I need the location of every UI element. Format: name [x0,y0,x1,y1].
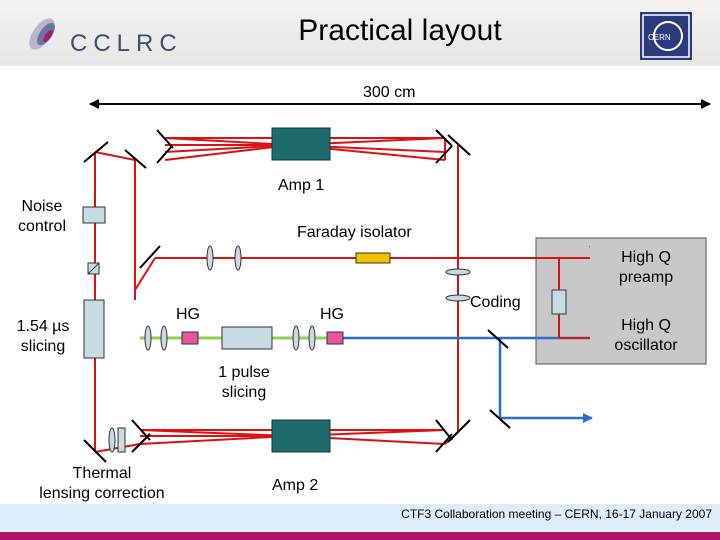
lens-6 [308,325,316,351]
amp2-label: Amp 2 [272,477,319,494]
hg-right-label: HG [320,306,344,323]
page-title: Practical layout [298,14,502,47]
lens-2 [234,245,242,271]
lens-5 [292,325,300,351]
lens-3 [144,325,152,351]
slicing-label: 1.54 µs slicing [8,317,78,357]
high-q-preamp-line1: High Q [621,249,671,266]
faraday-isolator [355,252,391,264]
faraday-label: Faraday isolator [297,224,412,241]
header-band [0,0,720,66]
noise-control-line2: control [17,218,67,235]
high-q-osc-label: High Q oscillator [598,316,694,356]
thermal-label: Thermal lensing correction [24,464,180,504]
lens-coding-top [445,268,471,276]
thermal-lens [108,427,116,453]
amp1-label: Amp 1 [278,177,325,194]
amp2-block [271,419,331,453]
slicing-line1: 1.54 µs [16,318,70,335]
one-pulse-slicing-box [221,326,273,350]
amp1-block [271,127,331,161]
footer-text: CTF3 Collaboration meeting – CERN, 16-17… [401,507,712,521]
coding-label: Coding [470,294,521,311]
oscillator-box [590,306,700,358]
lens-4 [160,325,168,351]
one-pulse-line1: 1 pulse [218,364,270,381]
hg-crystal-left [181,331,199,345]
high-q-osc-line1: High Q [621,317,671,334]
hg-crystal-right [326,331,344,345]
cern-logo: CERN [640,12,692,60]
lens-coding-bottom [445,294,471,302]
cern-logo-text: CERN [648,33,671,42]
cclrc-logo [29,18,55,50]
thermal-plate [117,427,126,453]
high-q-preamp-label: High Q preamp [598,248,694,288]
thermal-line1: Thermal [72,465,132,482]
mirrors [83,129,611,463]
slicing-line2: slicing [20,338,66,355]
noise-control-label: Noise control [6,197,78,237]
footer-stripe [0,532,720,540]
hg-left-label: HG [176,306,200,323]
high-q-preamp-line2: preamp [618,269,674,286]
thermal-line2: lensing correction [39,485,165,502]
footer-band [0,504,720,532]
lens-1 [206,245,214,271]
dimension-label: 300 cm [363,84,416,101]
one-pulse-label: 1 pulse slicing [206,363,282,403]
noise-control-box [82,206,106,224]
cclrc-logo-text: CCLRC [70,30,183,57]
blue-beam [330,336,593,423]
noise-control-line1: Noise [21,198,63,215]
preamp-box [590,240,700,292]
slicing-box [83,299,105,359]
logo-swoosh-icon [29,18,55,50]
red-beam-path [94,137,601,453]
high-q-osc-line2: oscillator [614,337,678,354]
coding-element [551,289,567,315]
one-pulse-line2: slicing [221,384,267,401]
